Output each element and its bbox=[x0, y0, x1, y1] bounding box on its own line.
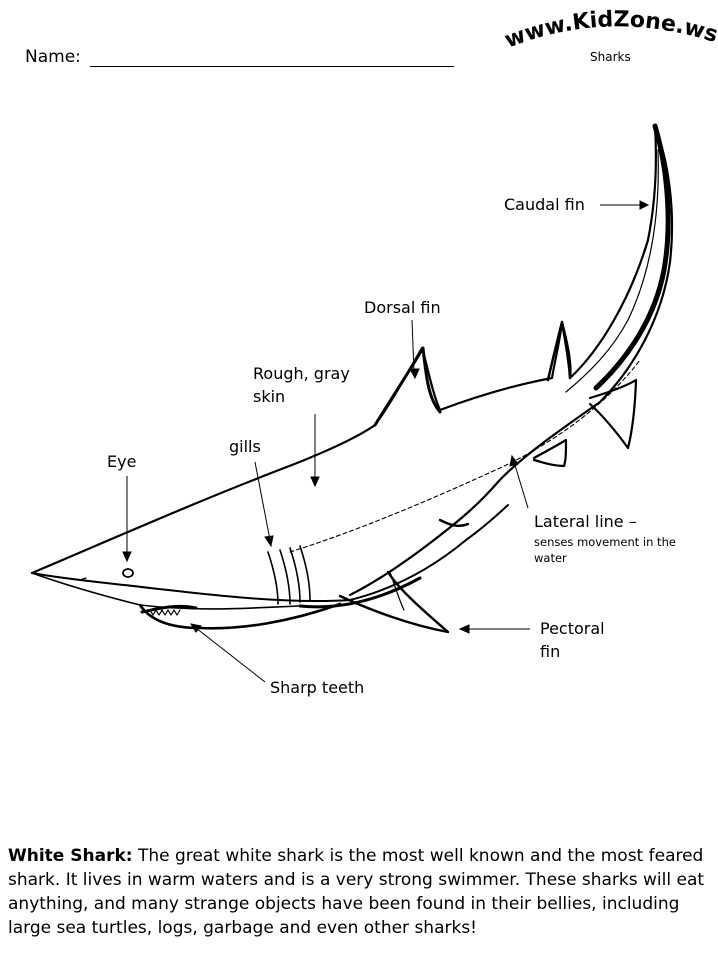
shark-eye bbox=[122, 568, 134, 578]
kidzone-logo: www.KidZone.ws bbox=[502, 7, 718, 53]
shark-belly-outline bbox=[31, 504, 509, 603]
second-dorsal-fin bbox=[546, 320, 572, 382]
name-blank-line bbox=[90, 66, 454, 67]
shark-teeth bbox=[149, 609, 181, 616]
description-body: The great white shark is the most well k… bbox=[8, 846, 705, 938]
label-sharp-teeth: Sharp teeth bbox=[270, 678, 365, 697]
header-subtitle: Sharks bbox=[590, 50, 631, 64]
lower-tail-lobe bbox=[588, 378, 638, 450]
label-pectoral-fin: Pectoral fin bbox=[540, 617, 605, 663]
label-eye: Eye bbox=[107, 452, 137, 471]
anal-fin bbox=[532, 438, 568, 468]
label-lateral-line: Lateral line – bbox=[534, 512, 637, 531]
label-gills: gills bbox=[229, 437, 261, 456]
label-dorsal-fin: Dorsal fin bbox=[364, 298, 441, 317]
lateral-line bbox=[289, 359, 641, 553]
label-skin: Rough, gray skin bbox=[253, 362, 350, 408]
shark-mouth bbox=[138, 602, 342, 630]
label-lateral-note-line2: water bbox=[534, 551, 567, 565]
label-pectoral-line1: Pectoral bbox=[540, 619, 605, 638]
belly-shade bbox=[298, 576, 422, 609]
dorsal-fin-shape bbox=[373, 346, 442, 427]
label-skin-line1: Rough, gray bbox=[253, 364, 350, 383]
label-caudal-fin: Caudal fin bbox=[504, 195, 585, 214]
label-lateral-line-note: senses movement in the water bbox=[534, 534, 676, 566]
label-pectoral-line2: fin bbox=[540, 642, 561, 661]
gill-slits bbox=[267, 545, 311, 605]
label-skin-line2: skin bbox=[253, 387, 286, 406]
description-paragraph: White Shark: The great white shark is th… bbox=[8, 844, 716, 940]
description-title: White Shark: bbox=[8, 846, 133, 866]
name-label: Name: bbox=[25, 47, 81, 67]
tail-inner-line bbox=[565, 149, 659, 393]
caudal-fin-shape bbox=[593, 123, 671, 391]
label-lateral-note-line1: senses movement in the bbox=[534, 535, 676, 549]
